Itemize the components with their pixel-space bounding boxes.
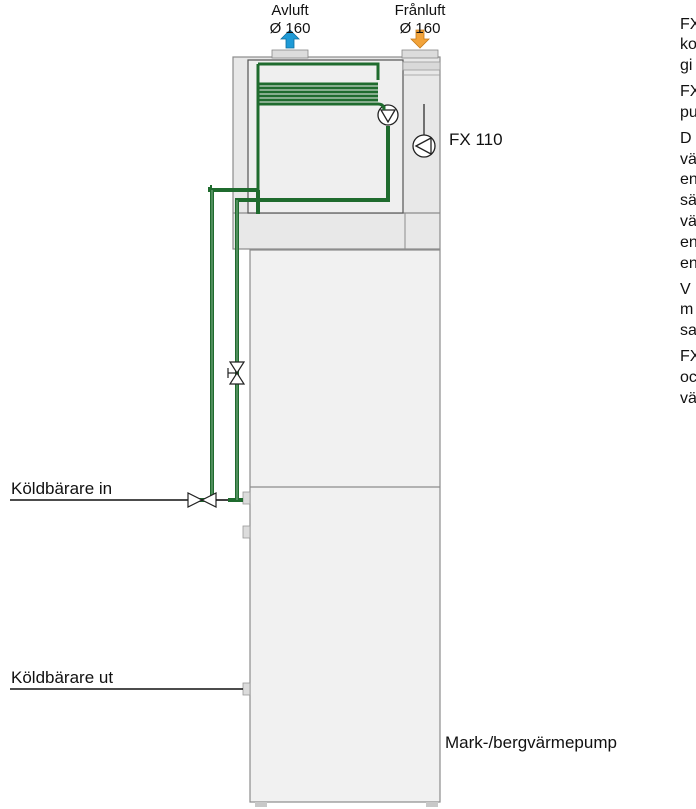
text-fragment: oc: [680, 369, 696, 386]
text-fragment: vä: [680, 151, 696, 168]
text-fragment: sa: [680, 322, 696, 339]
cabinet-foot-left: [255, 802, 267, 807]
connection-stub-upper: [242, 491, 251, 505]
heat-pump-cabinet: [249, 249, 441, 803]
avluft-collar: [271, 49, 309, 59]
text-fragment: en: [680, 255, 696, 272]
cabinet-foot-right: [426, 802, 438, 807]
brine-in-label: Köldbärare in: [11, 479, 112, 498]
heat-exchanger-coil: [256, 62, 380, 214]
text-fragment: vä: [680, 213, 696, 230]
text-fragment: ko: [680, 36, 696, 53]
text-fragment: sä: [680, 192, 696, 209]
text-fragment: FX: [680, 348, 696, 365]
avluft-arrow-icon: [280, 29, 300, 49]
filter-strip: [402, 61, 441, 71]
brine-out-label: Köldbärare ut: [11, 668, 113, 687]
fx110-label: FX 110: [449, 130, 503, 149]
text-fragment: m: [680, 301, 694, 318]
text-fragment: vä: [680, 390, 696, 407]
text-fragment: pu: [680, 104, 696, 121]
avluft-label: Avluft: [271, 2, 309, 19]
franluft-arrow-icon: [410, 29, 430, 49]
text-fragment: FX: [680, 16, 696, 33]
heat-pump-label: Mark-/bergvärmepump: [445, 733, 617, 752]
text-fragment: FX: [680, 83, 696, 100]
franluft-collar: [401, 49, 439, 59]
text-fragment: D: [680, 130, 692, 147]
shutoff-valve-vertical: [227, 361, 246, 385]
text-fragment: V: [680, 281, 691, 298]
franluft-label: Frånluft: [395, 2, 447, 19]
text-fragment: en: [680, 171, 696, 188]
text-fragment: en: [680, 234, 696, 251]
avluft-size: Ø 160: [270, 20, 311, 37]
shutoff-valve-horizontal: [10, 492, 228, 508]
franluft-size: Ø 160: [400, 20, 441, 37]
connection-stub-lower: [242, 682, 251, 696]
text-fragment: gi: [680, 57, 693, 74]
connection-stub-middle: [242, 525, 251, 539]
